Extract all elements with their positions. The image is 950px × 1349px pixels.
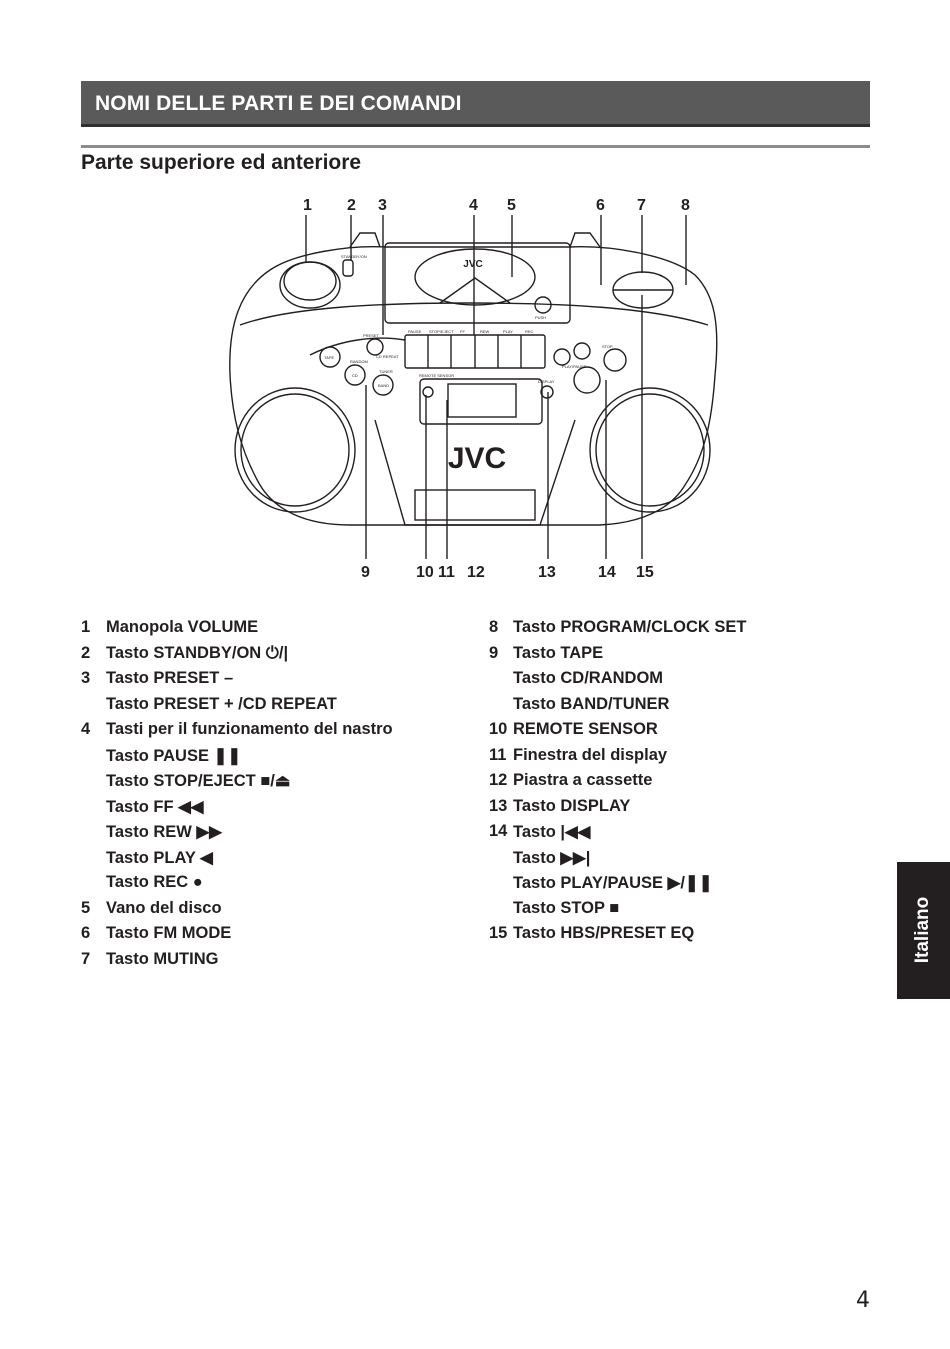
callout-5: 5 (507, 197, 516, 214)
display-label: DISPLAY (538, 379, 555, 384)
callout-4: 4 (469, 197, 478, 214)
callout-13: 13 (538, 564, 556, 581)
tape-btn-rew: REW (480, 329, 490, 334)
tuner-label: TUNER (379, 369, 393, 374)
callout-12: 12 (467, 564, 485, 581)
tape-btn-play: PLAY (503, 329, 513, 334)
remote-sensor-label: REMOTE SENSOR (419, 373, 454, 378)
cd-repeat-label: CD REPEAT (376, 354, 399, 359)
callout-9: 9 (361, 564, 370, 581)
section-title-bar: NOMI DELLE PARTI E DEI COMANDI (81, 81, 870, 127)
band-label: BAND (378, 383, 389, 388)
top-callouts: 1 2 3 4 5 6 7 8 (303, 197, 690, 214)
boombox-body (229, 215, 718, 559)
callout-2: 2 (347, 197, 356, 214)
brand-logo-top: JVC (463, 259, 482, 270)
play-pause-label: PLAY/PAUSE (562, 364, 587, 369)
callout-15: 15 (636, 564, 654, 581)
tape-btn-pause: PAUSE (408, 329, 422, 334)
callout-11: 11 (438, 564, 455, 581)
bottom-callouts: 9 10 11 12 13 14 15 (361, 564, 654, 581)
callout-10: 10 (416, 564, 434, 581)
subsection-title: Parte superiore ed anteriore (81, 151, 362, 174)
push-label: PUSH (535, 315, 546, 320)
callout-8: 8 (681, 197, 690, 214)
callout-14: 14 (598, 564, 616, 581)
tape-btn-stop-eject: STOP/EJECT (429, 329, 454, 334)
tape-btn-ff: FF (460, 329, 465, 334)
section-title: NOMI DELLE PARTI E DEI COMANDI (95, 92, 462, 115)
tape-btn-rec: REC (525, 329, 534, 334)
language-tab-label: Italiano (912, 896, 933, 964)
boombox-diagram: 1 2 3 4 5 6 7 8 9 10 11 12 13 14 15 (229, 197, 718, 581)
callout-1: 1 (303, 197, 312, 214)
callout-3: 3 (378, 197, 387, 214)
brand-logo-front: JVC (448, 442, 506, 475)
preset-label: PRESET (363, 333, 380, 338)
standby-label: STANDBY/ON (341, 254, 367, 259)
tape-label: TAPE (324, 355, 334, 360)
stop-label: STOP (602, 344, 613, 349)
language-tab: Italiano (897, 862, 950, 999)
callout-6: 6 (596, 197, 605, 214)
callout-7: 7 (637, 197, 646, 214)
random-label: RANDOM (350, 359, 368, 364)
cd-label: CD (352, 373, 358, 378)
section-rule (81, 145, 870, 148)
page-number: 4 (856, 1288, 870, 1313)
